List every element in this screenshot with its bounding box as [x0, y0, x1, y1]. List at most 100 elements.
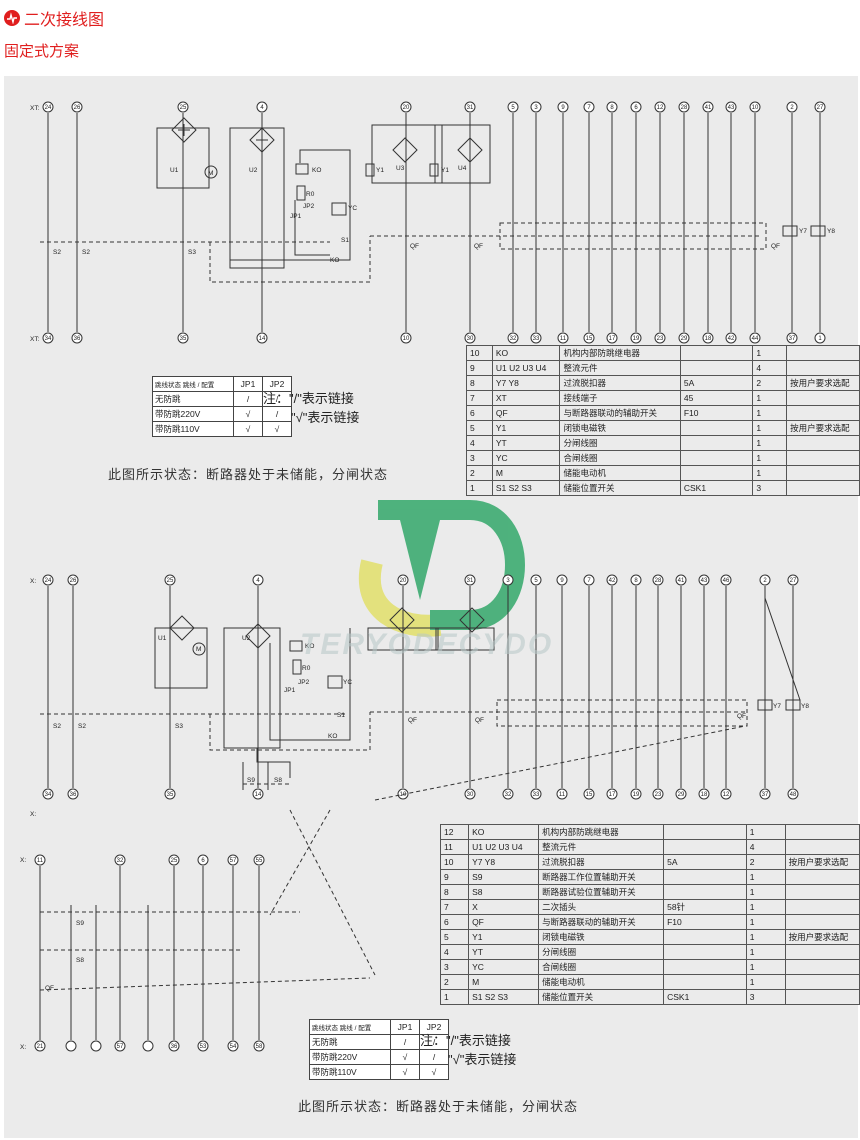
table-cell: 7	[466, 390, 493, 406]
label-u1: U1	[170, 167, 179, 174]
table-cell: 按用户要求选配	[786, 420, 860, 436]
table-cell: 4	[439, 944, 470, 960]
table-cell: 5	[439, 929, 470, 945]
terminal-bottom-label: 32	[505, 792, 512, 798]
x2-label-top: X:	[20, 857, 26, 864]
terminal-lower-bottom	[227, 1040, 239, 1052]
xt-label-top: XT:	[30, 105, 40, 112]
table-cell: 2	[745, 854, 786, 870]
label-m: M	[208, 170, 213, 177]
config-corner: 跳线状态 跳线 / 配置	[309, 1019, 391, 1035]
terminal-lower-bottom	[253, 1040, 265, 1052]
table-cell: 储能位置开关	[559, 480, 681, 496]
label-jp2: JP2	[298, 679, 310, 686]
terminal-bottom-label: 15	[586, 792, 593, 798]
terminal-lower-top	[34, 854, 46, 866]
terminal-lower-bottom	[142, 1040, 154, 1052]
terminal-bottom	[42, 332, 54, 344]
page-title: 二次接线图	[24, 12, 105, 29]
terminal-lower-top-label: 57	[230, 858, 237, 864]
table-cell: 2	[466, 465, 493, 481]
terminal-top	[42, 574, 54, 586]
note-line: 注："/"表示链接	[263, 391, 354, 406]
terminal-bottom	[67, 788, 79, 800]
terminal-bottom-label: 44	[752, 336, 759, 342]
terminal-bottom	[698, 788, 710, 800]
terminal-top-label: 10	[752, 105, 759, 111]
terminal-lower-top	[197, 854, 209, 866]
table-cell	[786, 480, 860, 496]
config-header-jp1: JP1	[390, 1019, 420, 1035]
table-cell: 3	[745, 989, 786, 1005]
table-cell: CSK1	[663, 989, 747, 1005]
terminal-lower-bottom	[90, 1040, 102, 1052]
terminal-top	[720, 574, 732, 586]
terminal-top	[530, 574, 542, 586]
label-s8: S8	[274, 777, 282, 784]
label-yc: YC	[343, 679, 352, 686]
terminal-top-label: 7	[587, 578, 591, 584]
terminal-bottom	[814, 332, 826, 344]
terminal-bottom	[42, 788, 54, 800]
table-cell: QF	[468, 914, 540, 930]
terminal-bottom-label: 35	[167, 792, 174, 798]
terminal-top-label: 20	[403, 105, 410, 111]
label-qf: QF	[737, 713, 746, 720]
table-cell	[663, 824, 747, 840]
table-cell: M	[491, 465, 561, 481]
label-yc: YC	[348, 205, 357, 212]
terminal-bottom	[749, 332, 761, 344]
terminal-bottom-label: 34	[45, 792, 52, 798]
table-cell: 4	[466, 435, 493, 451]
terminal-top	[252, 574, 264, 586]
label-y1: Y1	[441, 167, 449, 174]
label-s3: S3	[175, 723, 183, 730]
terminal-top-label: 28	[655, 578, 662, 584]
terminal-top	[698, 574, 710, 586]
terminal-bottom-label: 14	[259, 336, 266, 342]
terminal-top-label: 46	[723, 578, 730, 584]
table-cell	[784, 869, 860, 885]
table-cell: 1	[745, 974, 786, 990]
table-cell: 1	[466, 480, 493, 496]
terminal-bottom-label: 37	[762, 792, 769, 798]
config-cell: 无防跳	[152, 391, 234, 407]
terminal-top-label: 5	[511, 105, 515, 111]
label-s2: S2	[78, 723, 86, 730]
table-cell: 机构内部防跳继电器	[559, 345, 681, 361]
table-cell: 10	[439, 854, 470, 870]
terminal-top	[530, 101, 542, 113]
config-header-jp1: JP1	[233, 376, 263, 392]
x2-label-bottom: X:	[20, 1044, 26, 1051]
table-cell	[663, 959, 747, 975]
label-u2: U2	[242, 635, 251, 642]
table-cell	[679, 465, 754, 481]
table-cell	[663, 974, 747, 990]
terminal-top	[675, 574, 687, 586]
terminal-top	[678, 101, 690, 113]
table-cell	[786, 435, 860, 451]
label-y1: Y1	[376, 167, 384, 174]
terminal-bottom-label: 19	[633, 792, 640, 798]
config-cell: √	[262, 421, 292, 437]
terminal-top-label: 3	[506, 578, 510, 584]
note-line: 注："/"表示链接	[420, 1033, 511, 1048]
terminal-bottom	[583, 332, 595, 344]
terminal-top	[702, 101, 714, 113]
terminal-bottom-label: 33	[533, 336, 540, 342]
terminal-bottom	[630, 788, 642, 800]
label-y8: Y8	[827, 228, 835, 235]
terminal-top	[397, 574, 409, 586]
terminal-bottom-label: 29	[678, 792, 685, 798]
table-cell: 二次插头	[538, 899, 665, 915]
signal-icon	[4, 10, 20, 26]
table-cell: 1	[745, 899, 786, 915]
